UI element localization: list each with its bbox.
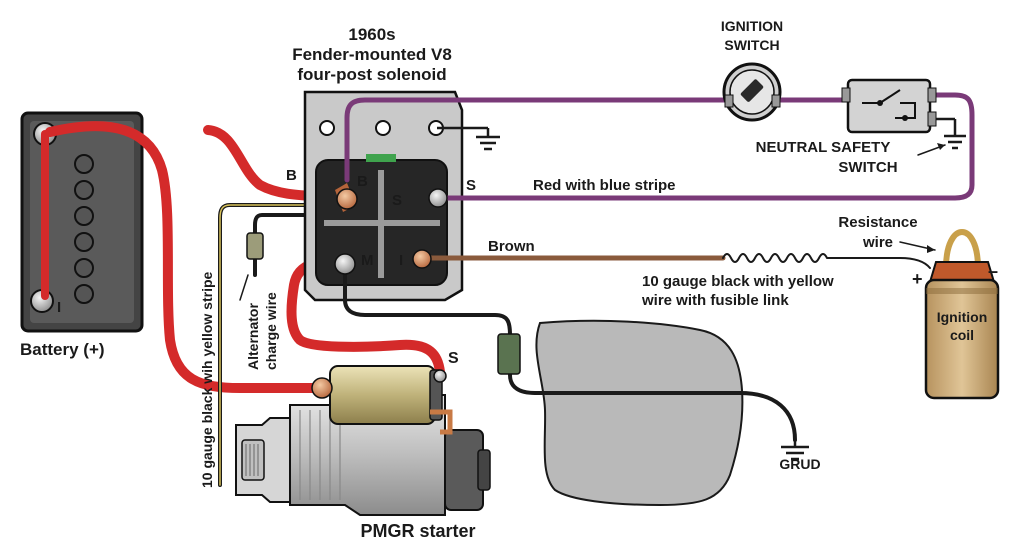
battery-label: Battery (+) <box>20 340 105 359</box>
brown-label: Brown <box>488 238 535 255</box>
title-line1: 1960s <box>348 25 395 44</box>
post-s-label: S <box>392 192 402 209</box>
post-i-label: I <box>399 252 403 269</box>
battery-minus-marker: I <box>57 299 61 316</box>
coil-minus-label: – <box>988 261 998 281</box>
neutral-safety-label-line2: SWITCH <box>838 159 897 176</box>
coil-plus-label: + <box>912 269 923 289</box>
red-blue-stripe-label: Red with blue stripe <box>533 177 676 194</box>
ground-wire-fuse <box>497 333 521 375</box>
vertical-wire-label: 10 gauge black wih yellow stripe <box>199 271 215 488</box>
outer-b-label: B <box>286 167 297 184</box>
solenoid-post-i[interactable] <box>412 249 432 269</box>
solenoid-m-to-starter-cable <box>286 256 445 377</box>
resistance-pointer-head <box>927 245 935 253</box>
resistance-wire-coil <box>722 253 931 269</box>
ignition-switch-label-line1: IGNITION <box>721 18 783 34</box>
alternator-label-line1: Alternator <box>245 303 261 370</box>
engine-block <box>535 319 744 507</box>
pmgr-starter <box>235 365 491 516</box>
neutral-safety-pointer-head <box>937 143 945 150</box>
starter-label: PMGR starter <box>360 521 475 541</box>
ground-symbol-engine <box>781 440 809 461</box>
vertical-black-yellow-wire-stripe <box>219 204 317 486</box>
ignition-switch[interactable] <box>722 62 782 122</box>
purple-wire-ignition <box>344 97 728 183</box>
ignition-switch-label-line2: SWITCH <box>724 37 779 53</box>
resistance-wire-label-line2: wire <box>862 234 893 251</box>
title-line2: Fender-mounted V8 <box>292 45 452 64</box>
alternator-pointer <box>239 274 249 301</box>
post-b-label: B <box>357 173 368 190</box>
solenoid-mount-hole <box>319 120 335 136</box>
neutral-safety-switch[interactable] <box>841 78 937 134</box>
purple-wire-neutral-to-s <box>435 92 975 201</box>
ten-gauge-label-line1: 10 gauge black with yellow <box>642 273 834 290</box>
post-m-label: M <box>361 252 374 269</box>
resistance-wire-label-line1: Resistance <box>838 214 917 231</box>
solenoid-post-m[interactable] <box>334 253 356 275</box>
neutral-safety-label-line1: NEUTRAL SAFETY <box>756 139 891 156</box>
ignition-coil <box>924 229 1000 400</box>
ground-wire <box>343 266 797 442</box>
solenoid-body-top-strip <box>366 154 396 162</box>
ground-symbol-neutral <box>936 117 966 150</box>
battery-cells <box>74 154 94 304</box>
ten-gauge-label-line2: wire with fusible link <box>641 292 789 309</box>
ground-label: GRUD <box>779 456 820 472</box>
battery-to-starter-cable <box>45 121 325 393</box>
ignition-coil-label-line1: Ignition <box>937 309 988 325</box>
alternator-label-line2: charge wire <box>263 292 279 370</box>
starter-s-label: S <box>448 350 459 367</box>
ground-symbol-solenoid <box>437 126 500 151</box>
alternator-fuse-link <box>246 232 264 260</box>
alternator-charge-wire <box>253 213 318 277</box>
solenoid-post-s[interactable] <box>428 188 448 208</box>
outer-s-label: S <box>466 177 476 194</box>
battery <box>20 111 144 333</box>
solenoid-mount-hole <box>375 120 391 136</box>
ignition-coil-label-line2: coil <box>950 327 974 343</box>
title-line3: four-post solenoid <box>297 65 446 84</box>
solenoid-post-b[interactable] <box>335 183 358 212</box>
